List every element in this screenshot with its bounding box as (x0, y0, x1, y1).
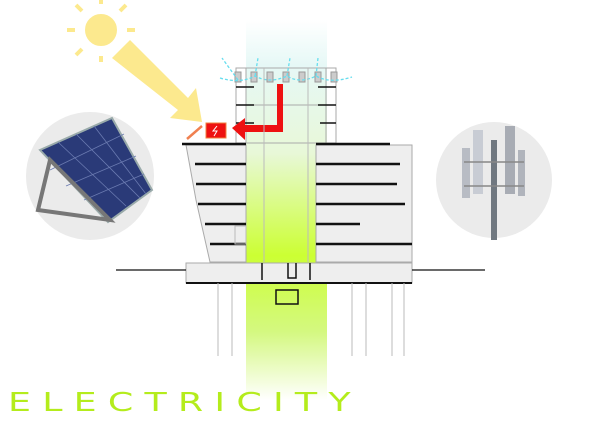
airflow-arrows-icon (219, 57, 353, 82)
sun-icon (67, 0, 135, 62)
mini-panel (186, 125, 203, 140)
electricity-box-icon (205, 122, 227, 139)
wind-turbine-icon (436, 122, 552, 240)
power-flow-arrow-icon (232, 84, 283, 140)
solar-panel-icon (26, 112, 154, 240)
ground-basement (116, 262, 485, 356)
building-floors (182, 68, 413, 263)
diagram-title: ELECTRICITY (8, 388, 362, 418)
sunlight-arrow (112, 40, 202, 122)
light-shaft (246, 20, 327, 400)
